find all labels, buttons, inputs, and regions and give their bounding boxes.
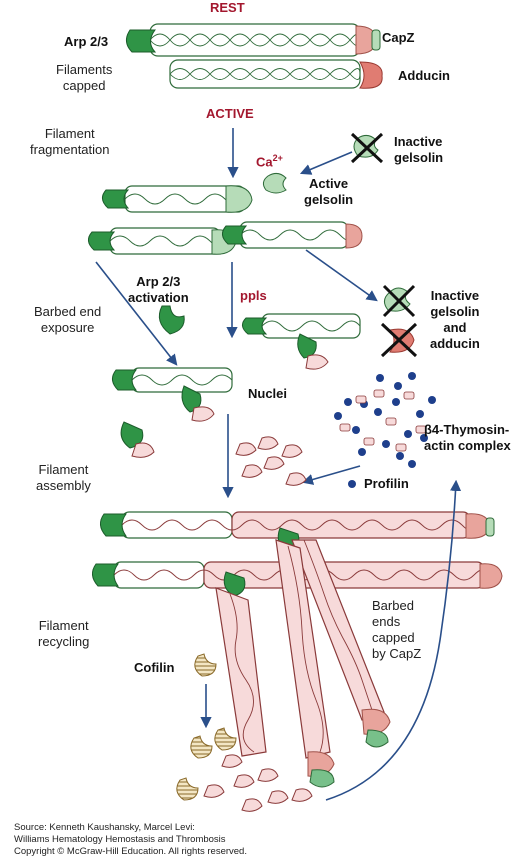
branch-filament-upper: [275, 539, 331, 759]
new-actin-free: [131, 442, 155, 458]
arp23-cap-fragment-1: [102, 189, 130, 209]
new-actin-exposed: [305, 354, 329, 370]
arp23-cap-exposed: [242, 317, 268, 335]
capz-fragment: [345, 223, 363, 249]
assembled-filament-mid: [113, 561, 485, 589]
arrow-recycling: [325, 479, 462, 801]
cofilin-icon: [194, 653, 217, 677]
filament-fragmentation-label: Filament fragmentation: [30, 126, 110, 157]
barbed-end-exposure-label: Barbed end exposure: [34, 304, 102, 335]
adducin-rest: [359, 61, 383, 89]
nuclei-filament: [131, 367, 233, 393]
arrow-inactivation: [305, 249, 378, 302]
filament-recycling-label: Filament recycling: [38, 618, 90, 649]
profilin-icon: [348, 480, 356, 488]
active-gelsolin-label: Active gelsolin: [304, 176, 354, 207]
capz-tip-top: [485, 517, 495, 537]
cofilin-label: Cofilin: [134, 660, 175, 675]
capz-tip-right: [365, 729, 389, 748]
arrow-gelsolin-activation: [299, 151, 353, 175]
ppis-label: ppls: [240, 288, 267, 303]
arrow-to-nuclei: [95, 261, 178, 366]
arp23-cap-assembled-top: [100, 513, 127, 537]
inactive-gelsolin-icon: [350, 132, 384, 164]
arp23-branch-nuclei: [181, 385, 202, 413]
new-actin-nuclei: [191, 406, 215, 422]
inactive-gelsolin-adducin-icon: [380, 284, 418, 358]
severed-monomers: [176, 727, 313, 812]
profilin-label: Profilin: [364, 476, 409, 491]
nuclei-label: Nuclei: [248, 386, 288, 401]
thymosin-complex-label: β4-Thymosin- actin complex: [424, 422, 511, 453]
arp23-cap-fragment-2: [88, 231, 116, 251]
arp23-cap-assembled-mid: [92, 563, 119, 587]
gelsolin-bound-1: [225, 185, 253, 213]
source-credit: Source: Kenneth Kaushansky, Marcel Levi:…: [14, 822, 247, 857]
capz-assembled-mid: [479, 563, 503, 589]
capz-label: CapZ: [382, 30, 415, 45]
active-gelsolin-icon: [262, 172, 287, 194]
arp23-cap-fragment-3: [222, 225, 248, 245]
fragment-filament-2: [109, 221, 349, 255]
filaments-capped-label: Filaments capped: [56, 62, 113, 93]
arp23-cap-nuclei: [112, 369, 138, 391]
arp23-activation-label: Arp 2/3 activation: [128, 274, 189, 305]
thymosin-actin-complex: [334, 372, 436, 468]
inactive-gelsolin-adducin-label: Inactive gelsolin and adducin: [430, 288, 480, 351]
arp23-branch-exposed: [297, 333, 317, 359]
calcium-label: Ca2+: [256, 153, 283, 170]
arrow-thymosin-to-monomers: [301, 465, 361, 485]
free-arp23-nuclei: [120, 421, 144, 449]
free-actin-monomers: [235, 436, 307, 486]
filament-assembly-label: Filament assembly: [36, 462, 91, 493]
arp23-cap-rest: [126, 29, 157, 53]
rest-filament-2: [169, 59, 361, 89]
branch-filament-left: [215, 587, 267, 757]
capz-tip-left: [309, 769, 335, 788]
barbed-capped-label: Barbed ends capped by CapZ: [372, 598, 422, 661]
rest-label: REST: [210, 0, 245, 15]
adducin-label: Adducin: [398, 68, 450, 83]
inactive-gelsolin-label: Inactive gelsolin: [394, 134, 444, 165]
free-arp23-icon: [158, 305, 185, 335]
branch-filament-right: [291, 539, 385, 721]
rest-filament-1: [149, 23, 361, 57]
active-label: ACTIVE: [206, 106, 254, 121]
exposed-filament: [261, 313, 361, 339]
arp23-label: Arp 2/3: [64, 34, 109, 49]
